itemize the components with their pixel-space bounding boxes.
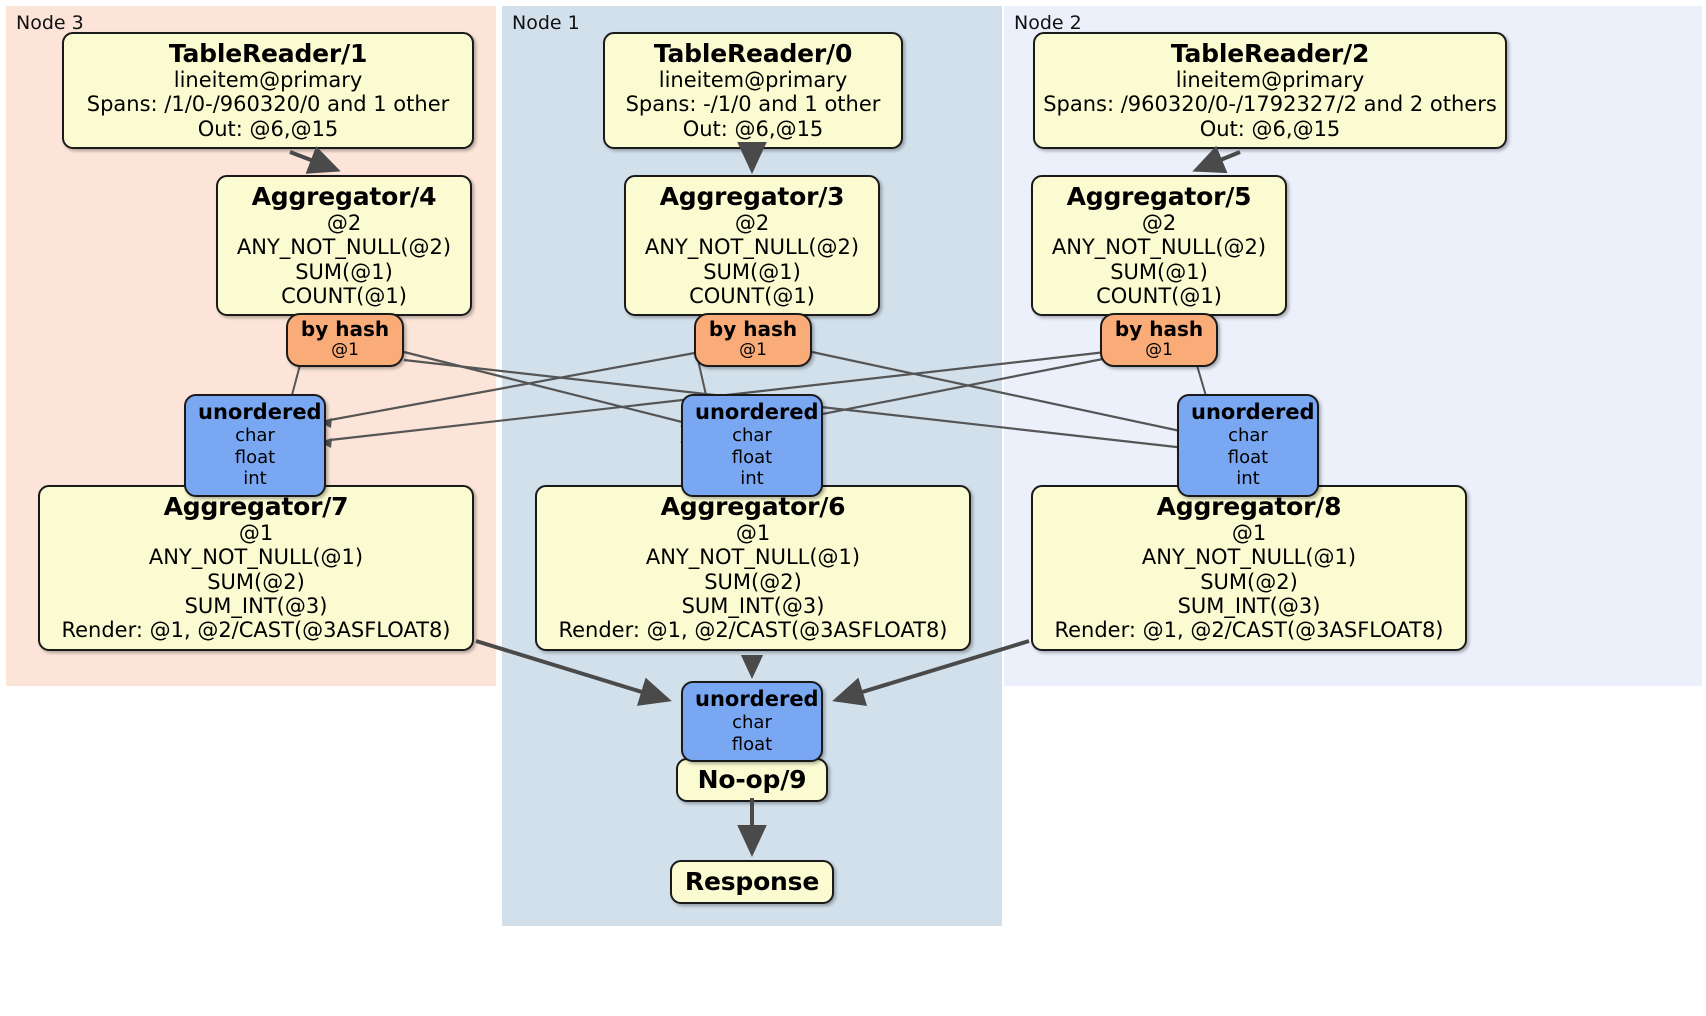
- processor-title: Aggregator/5: [1066, 182, 1252, 211]
- router-line: @1: [1145, 340, 1173, 361]
- router-by-hash-right[interactable]: by hash @1: [1100, 313, 1218, 367]
- processor-line: lineitem@primary: [173, 68, 363, 92]
- synchronizer-line: float: [731, 446, 773, 468]
- synchronizer-line: int: [740, 468, 764, 490]
- synchronizer-unordered-final[interactable]: unordered char float: [681, 681, 823, 763]
- processor-line: SUM_INT(@3): [1177, 594, 1321, 619]
- processor-line: Render: @1, @2/CAST(@3ASFLOAT8): [61, 618, 451, 643]
- processor-line: ANY_NOT_NULL(@2): [236, 235, 452, 260]
- processor-line: SUM(@2): [704, 569, 802, 594]
- processor-line: Out: @6,@15: [197, 116, 339, 141]
- processor-line: COUNT(@1): [689, 284, 815, 309]
- router-by-hash-left[interactable]: by hash @1: [286, 313, 404, 367]
- processor-line: ANY_NOT_NULL(@1): [1141, 545, 1357, 570]
- processor-line: Spans: /1/0-/960320/0 and 1 other: [86, 92, 450, 117]
- processor-line: ANY_NOT_NULL(@2): [644, 235, 860, 260]
- synchronizer-unordered-right[interactable]: unordered char float int: [1177, 394, 1319, 497]
- processor-title: TableReader/1: [168, 39, 368, 68]
- synchronizer-line: int: [1236, 468, 1260, 490]
- router-by-hash-center[interactable]: by hash @1: [694, 313, 812, 367]
- processor-line: Spans: -/1/0 and 1 other: [625, 92, 881, 117]
- router-title: by hash: [708, 317, 798, 341]
- node-region-label-node2: Node 2: [1014, 12, 1082, 34]
- processor-line: lineitem@primary: [658, 68, 848, 92]
- synchronizer-line: char: [235, 425, 275, 447]
- processor-title: Aggregator/4: [251, 182, 437, 211]
- node-region-label-node3: Node 3: [16, 12, 84, 34]
- processor-response[interactable]: Response: [670, 860, 834, 904]
- processor-title: Aggregator/3: [659, 182, 845, 211]
- processor-line: SUM(@1): [1110, 259, 1208, 284]
- synchronizer-title: unordered: [198, 400, 322, 424]
- synchronizer-title: unordered: [695, 687, 819, 711]
- synchronizer-unordered-left[interactable]: unordered char float int: [184, 394, 326, 497]
- processor-aggregator-7[interactable]: Aggregator/7 @1 ANY_NOT_NULL(@1) SUM(@2)…: [38, 485, 474, 651]
- synchronizer-title: unordered: [695, 400, 819, 424]
- processor-line: Out: @6,@15: [1199, 116, 1341, 141]
- synchronizer-line: float: [1227, 446, 1269, 468]
- synchronizer-line: char: [732, 425, 772, 447]
- processor-line: SUM_INT(@3): [184, 594, 328, 619]
- processor-aggregator-3[interactable]: Aggregator/3 @2 ANY_NOT_NULL(@2) SUM(@1)…: [624, 175, 880, 317]
- router-title: by hash: [300, 317, 390, 341]
- synchronizer-unordered-center[interactable]: unordered char float int: [681, 394, 823, 497]
- processor-line: Spans: /960320/0-/1792327/2 and 2 others: [1043, 92, 1497, 117]
- processor-line: ANY_NOT_NULL(@2): [1051, 235, 1267, 260]
- synchronizer-line: int: [243, 468, 267, 490]
- processor-tablereader-1[interactable]: TableReader/1 lineitem@primary Spans: /1…: [62, 32, 474, 150]
- processor-line: Render: @1, @2/CAST(@3ASFLOAT8): [1054, 618, 1444, 643]
- synchronizer-line: float: [234, 446, 276, 468]
- processor-line: ANY_NOT_NULL(@1): [645, 545, 861, 570]
- processor-line: COUNT(@1): [281, 284, 407, 309]
- processor-aggregator-8[interactable]: Aggregator/8 @1 ANY_NOT_NULL(@1) SUM(@2)…: [1031, 485, 1467, 651]
- processor-line: SUM(@1): [703, 259, 801, 284]
- processor-line: @2: [734, 211, 770, 235]
- node-region-label-node1: Node 1: [512, 12, 580, 34]
- processor-line: @1: [735, 521, 771, 545]
- processor-aggregator-6[interactable]: Aggregator/6 @1 ANY_NOT_NULL(@1) SUM(@2)…: [535, 485, 971, 651]
- processor-line: SUM(@1): [295, 259, 393, 284]
- processor-line: SUM_INT(@3): [681, 594, 825, 619]
- processor-line: @2: [326, 211, 362, 235]
- processor-tablereader-0[interactable]: TableReader/0 lineitem@primary Spans: -/…: [603, 32, 903, 150]
- processor-line: SUM(@2): [1200, 569, 1298, 594]
- processor-aggregator-5[interactable]: Aggregator/5 @2 ANY_NOT_NULL(@2) SUM(@1)…: [1031, 175, 1287, 317]
- processor-line: ANY_NOT_NULL(@1): [148, 545, 364, 570]
- processor-line: COUNT(@1): [1096, 284, 1222, 309]
- processor-line: @2: [1141, 211, 1177, 235]
- processor-title: TableReader/2: [1170, 39, 1370, 68]
- processor-line: Out: @6,@15: [682, 116, 824, 141]
- processor-noop-9[interactable]: No-op/9: [676, 758, 828, 802]
- processor-title: No-op/9: [697, 765, 807, 794]
- processor-title: Response: [684, 867, 820, 896]
- router-line: @1: [739, 340, 767, 361]
- processor-line: lineitem@primary: [1175, 68, 1365, 92]
- processor-line: @1: [1231, 521, 1267, 545]
- synchronizer-line: float: [731, 733, 773, 755]
- processor-aggregator-4[interactable]: Aggregator/4 @2 ANY_NOT_NULL(@2) SUM(@1)…: [216, 175, 472, 317]
- processor-line: Render: @1, @2/CAST(@3ASFLOAT8): [558, 618, 948, 643]
- processor-line: SUM(@2): [207, 569, 305, 594]
- synchronizer-line: char: [732, 712, 772, 734]
- processor-title: TableReader/0: [653, 39, 853, 68]
- processor-line: @1: [238, 521, 274, 545]
- router-title: by hash: [1114, 317, 1204, 341]
- router-line: @1: [331, 340, 359, 361]
- synchronizer-title: unordered: [1191, 400, 1315, 424]
- processor-tablereader-2[interactable]: TableReader/2 lineitem@primary Spans: /9…: [1033, 32, 1507, 150]
- synchronizer-line: char: [1228, 425, 1268, 447]
